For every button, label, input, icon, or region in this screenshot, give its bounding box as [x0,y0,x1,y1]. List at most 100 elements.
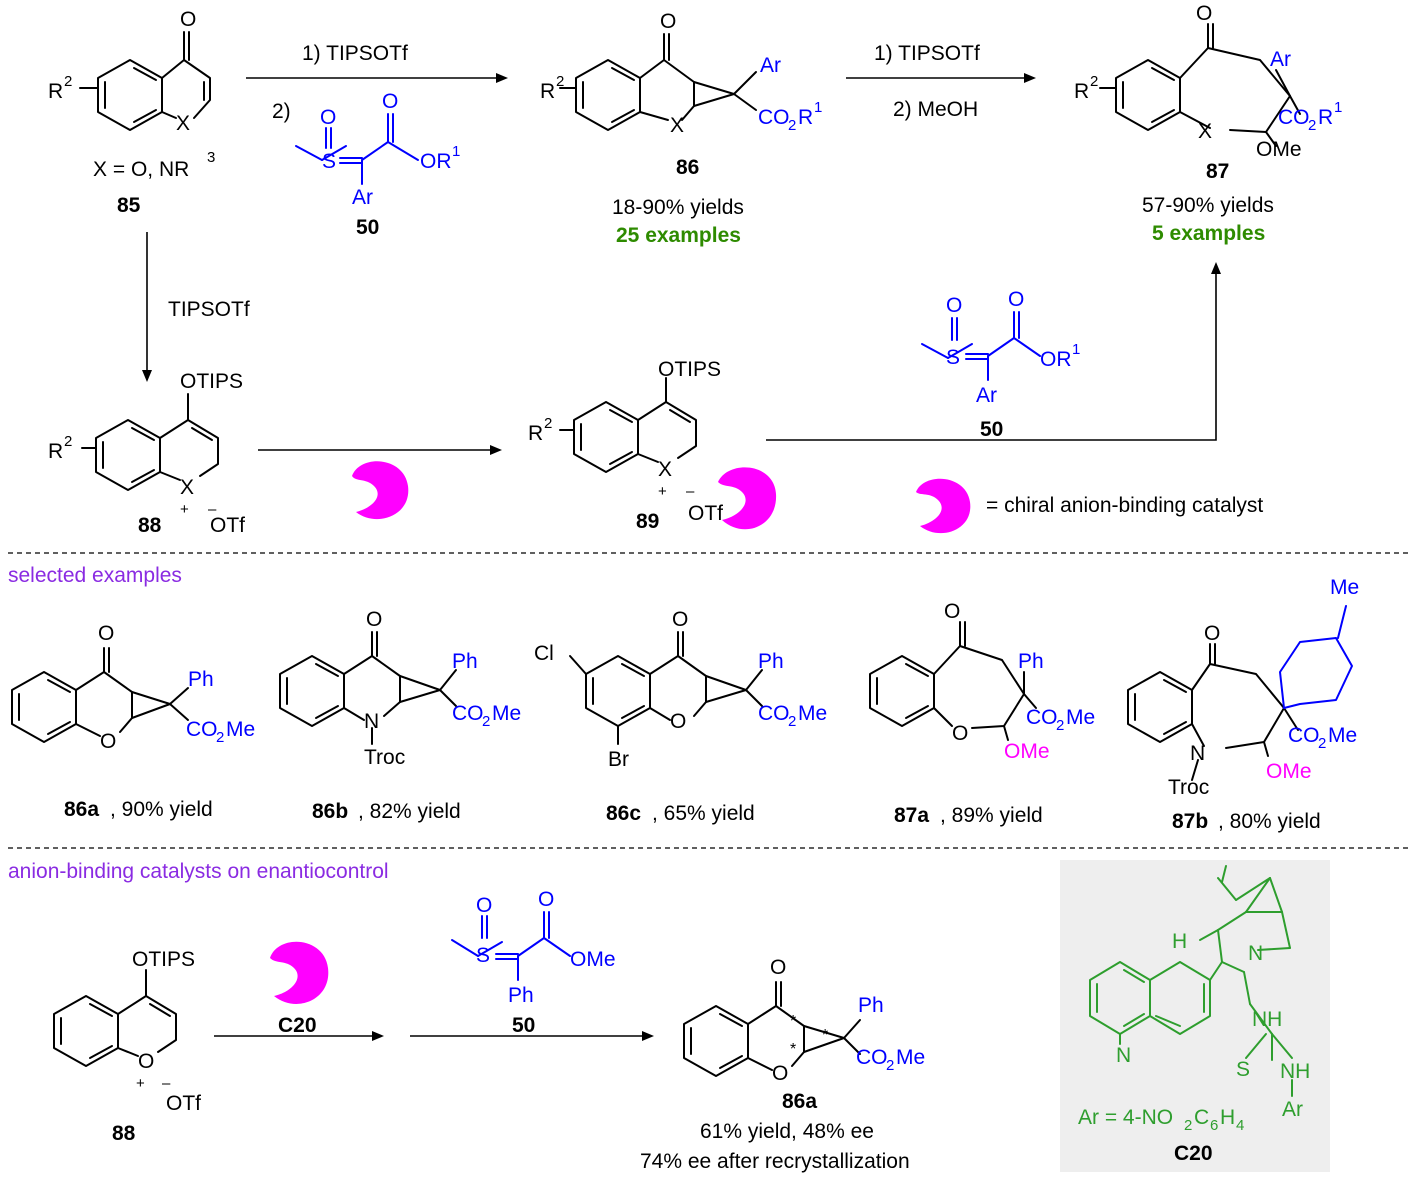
group-troc: Troc [1168,776,1209,799]
atom-o: O [952,722,968,745]
ar-def-h: H [1220,1106,1235,1129]
atom-o: O [320,106,336,129]
yield-87: 57-90% yields [1142,194,1274,217]
charge-plus: + [180,501,189,518]
sub-2: 2 [788,117,796,134]
sub-2: 2 [886,1057,894,1074]
group-ph: Ph [508,984,534,1007]
group-or: OR [1040,348,1072,371]
product-result-1: 61% yield, 48% ee [700,1120,874,1143]
label-50: 50 [356,216,379,239]
group-me: Me [492,702,521,725]
catalyst-label: C20 [278,1014,317,1037]
group-otips: OTIPS [180,370,243,393]
label-86: 86 [676,156,699,179]
product-86a: O O * * * Ph CO 2 Me 86a 61% yield, 48% … [640,956,925,1173]
group-co2me: CO [1026,706,1058,729]
yield-86a: , 90% yield [110,798,213,821]
compound-89: OTIPS X + – OTf R 2 89 [528,358,777,533]
group-r: R [798,106,813,129]
group-ome: OMe [1004,740,1050,763]
arrowhead [496,73,508,83]
group-co: CO [1278,106,1310,129]
atom-r: R [48,80,63,103]
sub-2: 2 [788,713,796,730]
compound-88-top: OTIPS X + – OTf R 2 88 [48,370,245,537]
compound-85: O X R 2 X = O, NR 3 85 [48,8,215,217]
arrowhead [490,445,502,455]
stereocenter-mark: * [822,1027,828,1044]
label-87: 87 [1206,160,1229,183]
atom-x: X [670,114,684,137]
stereocenter-mark: * [790,1013,796,1030]
atom-br: Br [608,748,629,771]
yield-87b: , 80% yield [1218,810,1321,833]
group-co2me: CO [186,718,218,741]
catalyst-c20-structure: H N N NH S NH Ar Ar = 4-NO 2 C 6 H 4 C20 [1078,865,1310,1165]
examples-86: 25 examples [616,224,741,247]
atom-o: O [770,956,786,979]
section-heading-examples: selected examples [8,564,182,587]
atom-o: O [946,294,962,317]
atom-s: S [476,944,490,967]
atom-o: O [180,8,196,31]
group-ph: Ph [758,650,784,673]
group-me: Me [226,718,255,741]
ar-def-c: C [1194,1106,1209,1129]
section-heading-catalysts: anion-binding catalysts on enantiocontro… [8,860,389,883]
example-86b: O N Troc Ph CO 2 Me 86b , 82% yield [279,608,521,823]
group-ar: Ar [760,54,781,77]
atom-o: O [382,90,398,113]
group-me: Me [896,1046,925,1069]
group-troc: Troc [364,746,405,769]
group-co2me: CO [1288,724,1320,747]
atom-o: O [138,1050,154,1073]
arrow-89-87 [766,270,1217,441]
examples-87: 5 examples [1152,222,1265,245]
label-50: 50 [980,418,1003,441]
sub-2: 2 [1308,117,1316,134]
label-89: 89 [636,510,659,533]
product-result-2: 74% ee after recrystallization [640,1150,910,1173]
step2-line1: 1) TIPSOTf [874,42,980,65]
group-r: R [1318,106,1333,129]
group-co2me: CO [452,702,484,725]
counterion-otf: OTf [688,502,723,525]
atom-n: N [1190,742,1205,765]
atom-o: O [1196,2,1212,25]
group-co2me: CO [856,1046,888,1069]
step2-line2: 2) MeOH [893,98,978,121]
atom-r: R [48,440,63,463]
atom-o: O [944,600,960,623]
sup-2: 2 [556,73,564,90]
atom-r: R [540,80,555,103]
arrowhead [1211,262,1221,274]
arrowhead [642,1031,654,1041]
group-me: Me [798,702,827,725]
atom-s: S [322,150,336,173]
atom-x: X [658,458,672,481]
yield-86c: , 65% yield [652,802,755,825]
label-87b: 87b [1172,810,1208,833]
reagent-50-top: O S O OR 1 Ar 50 [295,90,460,239]
label-88: 88 [112,1122,136,1145]
atom-s: S [946,346,960,369]
catalyst-icon [718,467,777,530]
reagent-50-right: O S O OR 1 Ar 50 [921,288,1080,441]
atom-o: O [538,888,554,911]
sup-1: 1 [1072,341,1080,358]
sup-1: 1 [1334,99,1342,116]
atom-s: S [1236,1058,1250,1081]
charge-plus: + [136,1075,145,1092]
sup-1: 1 [814,99,822,116]
group-me: Me [1328,724,1357,747]
group-ar: Ar [352,186,373,209]
atom-o: O [670,710,686,733]
compound-88-bottom: OTIPS O + – OTf 88 [53,948,201,1145]
example-86c: O O Cl Br Ph CO 2 Me 86c , 65% yield [534,608,827,825]
reagent-50-bottom: O S O OMe Ph 50 [451,888,616,1037]
x-def-sup: 3 [207,149,215,166]
atom-o: O [98,622,114,645]
catalyst-legend-icon [916,478,971,534]
